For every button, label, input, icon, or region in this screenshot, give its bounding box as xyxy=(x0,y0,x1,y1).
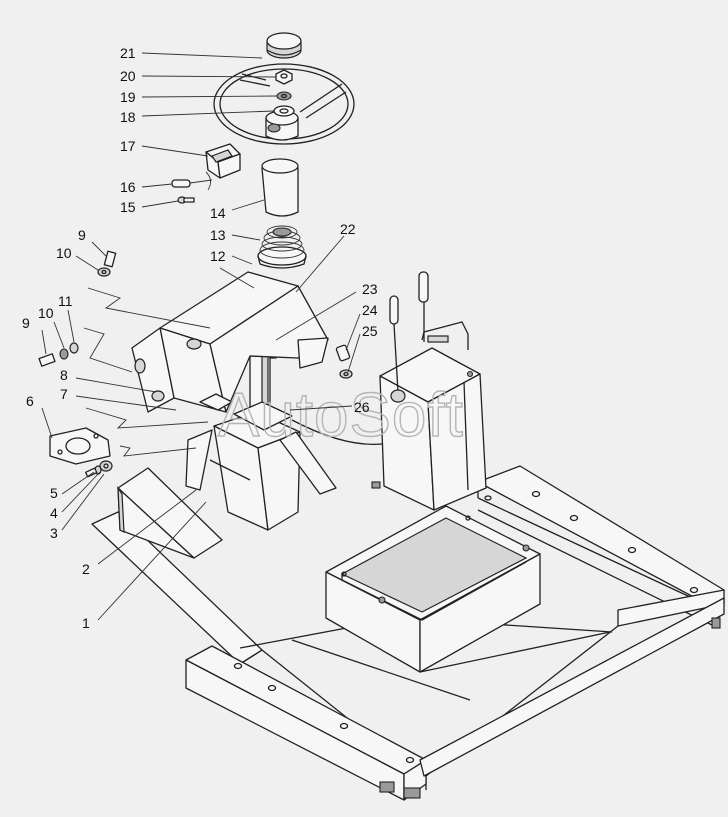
lever-handle-right xyxy=(418,271,429,303)
callout-19: 19 xyxy=(120,89,136,105)
base-frame xyxy=(91,465,725,801)
base-front-rail xyxy=(185,645,427,775)
callout-13: 13 xyxy=(210,227,226,243)
callout-21: 21 xyxy=(120,45,136,61)
bellows-boot xyxy=(257,225,307,269)
lever-handle-left xyxy=(389,295,399,325)
callout-labels: 21 20 19 18 17 16 15 14 13 12 22 9 10 9 … xyxy=(22,45,378,631)
callout-8: 8 xyxy=(60,367,68,383)
steering-pedestal xyxy=(185,411,337,531)
callout-2: 2 xyxy=(82,561,90,577)
callout-24: 24 xyxy=(362,302,378,318)
column-sleeve xyxy=(261,158,299,217)
switch-pin xyxy=(171,171,213,191)
callout-23: 23 xyxy=(362,281,378,297)
callout-10-lower: 10 xyxy=(38,305,54,321)
callout-18: 18 xyxy=(120,109,136,125)
callout-14: 14 xyxy=(210,205,226,221)
callout-9-upper: 9 xyxy=(78,227,86,243)
column-housing xyxy=(131,271,329,413)
hub-nut xyxy=(275,69,293,85)
gasket-plate xyxy=(49,427,111,465)
leader-lines xyxy=(41,52,361,621)
callout-16: 16 xyxy=(120,179,136,195)
callout-25: 25 xyxy=(362,323,378,339)
callout-4: 4 xyxy=(50,505,58,521)
callout-10-upper: 10 xyxy=(56,245,72,261)
wheel-hub-parts xyxy=(266,32,302,117)
fastener-set-upper xyxy=(38,250,117,367)
callout-26: 26 xyxy=(354,399,370,415)
mounting-holes xyxy=(233,490,699,764)
callout-20: 20 xyxy=(120,68,136,84)
callout-15: 15 xyxy=(120,199,136,215)
switch-cover xyxy=(205,143,241,179)
callout-6: 6 xyxy=(26,393,34,409)
switch-screw xyxy=(177,196,195,204)
callout-1: 1 xyxy=(82,615,90,631)
tray-box xyxy=(325,505,541,673)
fastener-set-right xyxy=(335,344,353,379)
watermark-text: AutoSoft xyxy=(218,381,464,450)
steering-wheel xyxy=(213,63,355,145)
control-pedestal xyxy=(371,271,487,511)
callout-11: 11 xyxy=(58,293,73,309)
callout-7: 7 xyxy=(60,386,68,402)
ramp-wedge xyxy=(117,467,223,559)
callout-3: 3 xyxy=(50,525,58,541)
callout-5: 5 xyxy=(50,485,58,501)
fastener-set-lower xyxy=(84,460,113,478)
callout-17: 17 xyxy=(120,138,136,154)
callout-9-lower: 9 xyxy=(22,315,30,331)
callout-12: 12 xyxy=(210,248,226,264)
callout-22: 22 xyxy=(340,221,356,237)
